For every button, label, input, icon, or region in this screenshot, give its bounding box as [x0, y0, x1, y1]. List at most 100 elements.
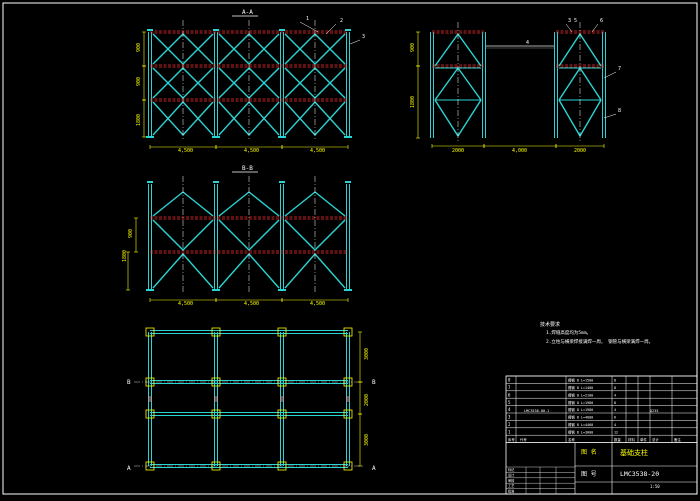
- parts-row-name: 槽钢 8 L=3000: [568, 429, 593, 434]
- elev-a-brace-0-2-r2: [182, 101, 214, 136]
- parts-row-no: 3: [508, 415, 511, 420]
- parts-header-cell: 名称: [568, 437, 575, 442]
- elev-b-brace-1-4: [248, 253, 280, 289]
- elev-b-brace-1-5: [218, 191, 250, 217]
- notes-title: 技术要求: [540, 321, 560, 328]
- parts-row-no: 6: [508, 392, 511, 397]
- side-leader-7: [603, 71, 617, 79]
- parts-row-qty: 6: [614, 416, 616, 420]
- elevation-a-bay-dim-1: 4,500: [178, 148, 193, 154]
- side-brace-0-1: [434, 33, 459, 67]
- drawing-border: [2, 2, 698, 495]
- side-view-width-dim-2: 4,000: [512, 148, 527, 154]
- elev-a-brace-1-0-l2: [218, 33, 250, 65]
- notes-line-1: 1.焊缝高度均为5mm。: [546, 329, 591, 336]
- elev-a-brace-2-1-l2: [284, 67, 316, 99]
- title-block-name-label: 图 名: [581, 448, 597, 456]
- parts-row-name: 槽钢 8 L=1980: [568, 400, 593, 405]
- parts-row-qty: 4: [614, 423, 616, 427]
- elev-a-brace-2-0-r2: [314, 33, 346, 65]
- elevation-a-height-dim-2: 900: [136, 77, 142, 86]
- parts-row-name: 槽钢 8 L=1500: [568, 378, 593, 383]
- elevation-a-bay-dim-2: 4,500: [244, 148, 259, 154]
- side-brace-0-6: [457, 99, 482, 137]
- elevation-b-bay-dim-3: 4,500: [310, 301, 325, 307]
- plan-node-1-2: [211, 409, 221, 419]
- side-brace-0-5: [434, 99, 459, 137]
- elevation-b-height-dim-2: 1800: [122, 250, 128, 262]
- technical-notes: 技术要求 1.焊缝高度均为5mm。 2.立柱与横梁焊接满焊一周， 钢管与横梁满焊…: [540, 321, 653, 345]
- parts-row-qty: 8: [614, 386, 616, 390]
- side-view-callout-4: 4: [526, 40, 529, 46]
- elev-a-brace-0-1-l2: [152, 67, 184, 99]
- plan-node-3-2: [343, 409, 353, 419]
- plan-node-3-0: [343, 327, 353, 337]
- parts-row-no: 4: [508, 407, 511, 412]
- side-brace-0-3: [434, 67, 459, 101]
- elev-b-brace-2-6: [314, 191, 346, 217]
- elev-a-brace-1-1-r2: [248, 67, 280, 99]
- elev-b-brace-0-5: [152, 191, 184, 217]
- side-brace-1-3: [558, 67, 581, 101]
- elevation-a-height-dim-3: 1800: [136, 114, 142, 126]
- side-view-callout-7: 7: [618, 66, 621, 72]
- elev-a-brace-2-0-l2: [284, 33, 316, 65]
- side-brace-1-4: [579, 67, 602, 101]
- elevation-b-view: [126, 176, 352, 302]
- elev-b-brace-0-4: [182, 253, 214, 289]
- elevation-a-callout-3: 3: [362, 34, 365, 40]
- parts-row-name: 槽钢 8 L=1400: [568, 385, 593, 390]
- elevation-a-callout-1: 1: [306, 16, 309, 22]
- side-leader-8: [603, 113, 617, 119]
- parts-header-cell: 数量: [614, 437, 621, 442]
- title-block-left-cell: 工艺: [508, 483, 514, 488]
- side-leader-3: [565, 23, 573, 33]
- plan-dim-3: 3000: [364, 434, 370, 446]
- parts-row-qty: 8: [614, 401, 616, 405]
- parts-row-qty: 4: [614, 408, 616, 412]
- plan-section-mark-b-left: B: [127, 379, 131, 386]
- plan-node-0-2: [145, 409, 155, 419]
- title-block-name: 基础支柱: [620, 448, 648, 457]
- elev-a-brace-2-2-l2: [284, 101, 316, 136]
- parts-row-qty: 12: [614, 430, 618, 434]
- elev-a-brace-1-0-r2: [248, 33, 280, 65]
- elev-b-brace-1-6: [248, 191, 280, 217]
- title-block-scale: 1:50: [650, 484, 660, 489]
- parts-row-name: 槽钢 8 L=4460: [568, 422, 593, 427]
- side-leader-6: [591, 23, 599, 33]
- parts-row-no: 2: [508, 422, 511, 427]
- plan-dim-1: 3000: [364, 348, 370, 360]
- side-view-height-dim-2: 1800: [410, 96, 416, 108]
- title-block-left-cell: 批准: [508, 489, 515, 494]
- side-view-callout-5: 5: [574, 18, 577, 24]
- elev-a-brace-2-2-r2: [314, 101, 346, 136]
- parts-row-name: 槽钢 8 L=4000: [568, 415, 593, 420]
- parts-row-name: 槽钢 8 L=1980: [568, 407, 593, 412]
- elev-a-brace-0-0-l2: [152, 33, 184, 65]
- notes-line-2: 2.立柱与横梁焊接满焊一周， 钢管与横梁满焊一周。: [546, 338, 653, 345]
- side-view-callout-6: 6: [600, 18, 603, 24]
- side-brace-1-2: [579, 33, 602, 67]
- side-view-height-dim-1: 900: [410, 43, 416, 52]
- elev-a-leader-1: [299, 21, 319, 33]
- elevation-a-height-dim-1: 900: [136, 43, 142, 52]
- elevation-a-bay-dim-3: 4,500: [310, 148, 325, 154]
- title-block-material-note: Q235: [650, 409, 658, 413]
- title-block-drawing-no: LMC3538-20: [620, 470, 659, 478]
- side-view-callout-3: 3: [568, 18, 571, 24]
- elev-a-brace-2-1-r2: [314, 67, 346, 99]
- elev-a-brace-1-1-l2: [218, 67, 250, 99]
- elevation-b-bay-dim-1: 4,500: [178, 301, 193, 307]
- elev-b-brace-2-3: [284, 253, 316, 289]
- side-brace-0-2: [457, 33, 482, 67]
- parts-header-cell: 代号: [520, 437, 527, 442]
- elev-a-brace-0-0-r2: [182, 33, 214, 65]
- side-view-callout-8: 8: [618, 108, 621, 114]
- elev-b-brace-2-2: [314, 219, 346, 251]
- plan-node-2-0: [277, 327, 287, 337]
- parts-header-cell: 序号: [508, 437, 515, 442]
